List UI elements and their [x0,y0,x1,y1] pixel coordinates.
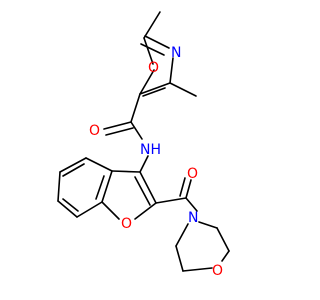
bond [182,267,213,272]
furan-oxygen-label: O [121,216,132,232]
bond [169,82,197,97]
bond [76,201,103,218]
bond [216,227,230,252]
bond [144,35,170,49]
bond [59,157,87,173]
bond [139,171,157,204]
amide-oxygen-label: O [89,123,100,139]
bond [130,93,141,123]
bond [103,121,132,130]
oxazole-nitrogen-label: N [171,45,181,61]
bond [134,176,151,206]
ketone-oxygen-label: O [187,166,198,182]
bond [57,171,61,202]
bond [101,201,120,220]
morpholine-oxygen-label: O [212,263,223,279]
bond [134,202,157,220]
oxazole-oxygen-label: O [148,60,159,76]
bond [139,82,171,95]
bond [140,43,165,56]
bond [198,221,218,229]
bond [155,197,187,204]
bond [111,170,141,173]
structure-diagram: O N O NH O O N O [57,11,230,279]
bond [85,157,113,172]
bond [175,245,184,272]
bond [57,200,78,218]
bond [139,155,149,173]
bonds [57,11,230,272]
bond [175,223,189,247]
bond [95,175,105,200]
amide-nh-label: NH [140,142,161,158]
bond [221,250,230,262]
bond [179,177,186,197]
atom-labels: O N O NH O O N O [89,45,223,279]
bond [143,37,154,65]
bond [105,127,134,136]
bond [62,163,85,177]
bond [62,198,79,212]
bond [185,197,198,212]
bond [185,179,192,199]
bond [130,121,143,140]
bond [101,170,113,203]
molecule-canvas: O N O NH O O N O [57,11,230,279]
morpholine-nitrogen-label: N [188,210,198,226]
bond [139,69,155,95]
bond [169,57,174,84]
bond [142,87,166,97]
bond [143,11,161,39]
